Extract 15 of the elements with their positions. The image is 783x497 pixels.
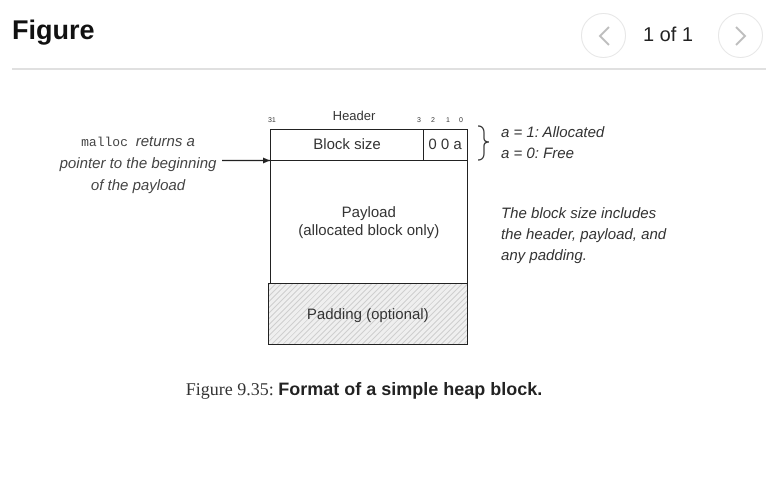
- flag-bits-field: 0 0 a: [422, 129, 468, 161]
- flag-note: a = 1: Allocated: [501, 124, 604, 141]
- note-text: The block size includes the header, payload, and any padding.: [501, 204, 668, 266]
- header-label: Header: [332, 108, 376, 123]
- area-heading: Payload: [342, 204, 396, 222]
- callout-text: malloc returns a pointer to the beginning of the payload: [58, 131, 218, 197]
- title: Figure: [12, 15, 95, 46]
- area-subtext: (allocated block only): [298, 222, 440, 240]
- padding-area: Padding (optional): [268, 283, 468, 345]
- leader-arrow: [222, 158, 270, 164]
- flag-note: a = 0: Free: [501, 145, 574, 162]
- block-size-field: Block size: [270, 129, 424, 161]
- caption: Figure 9.35: Format of a simple heap block.: [186, 379, 542, 400]
- page-indicator: 1 of 1: [643, 24, 694, 47]
- payload-area: [270, 160, 468, 284]
